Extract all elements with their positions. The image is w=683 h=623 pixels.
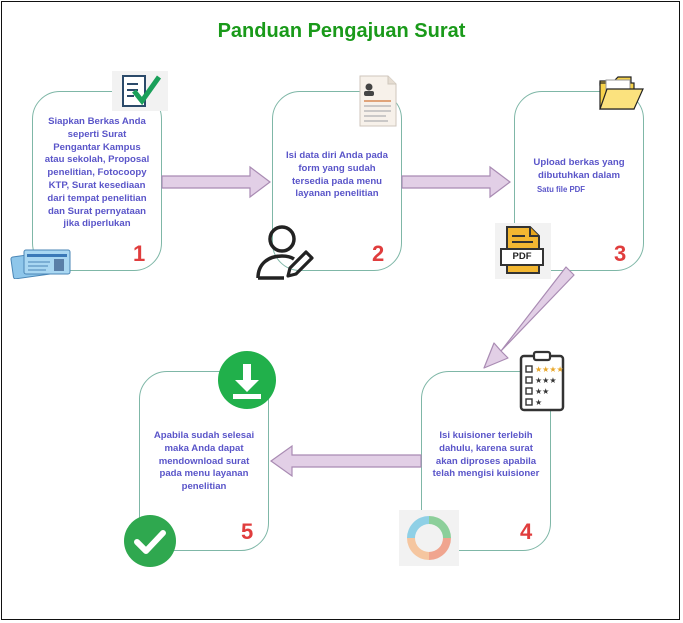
step-3-text: Upload berkas yang dibutuhkan dalam xyxy=(533,157,625,181)
arrow-step1-to-step2 xyxy=(161,165,271,199)
arrow-step3-to-step4 xyxy=(483,266,575,369)
step-5-number: 5 xyxy=(241,519,254,544)
cycle-process-icon xyxy=(399,510,459,566)
svg-text:★★: ★★ xyxy=(535,387,549,396)
step-5-text: Apabila sudah selesai maka Anda dapat me… xyxy=(153,430,255,493)
page-title: Panduan Pengajuan Surat xyxy=(217,20,466,42)
step-1-card xyxy=(32,91,162,271)
rating-checklist-icon: ★★★★ ★★★ ★★ ★ xyxy=(517,350,567,412)
document-check-icon xyxy=(112,71,168,111)
step-2-text: Isi data diri Anda pada form yang sudah … xyxy=(286,150,388,200)
download-icon xyxy=(217,350,277,410)
step-3-note: Satu file PDF xyxy=(536,185,586,194)
svg-text:★★★★: ★★★★ xyxy=(535,365,564,374)
step-1-number: 1 xyxy=(133,241,146,266)
checkmark-icon xyxy=(123,514,177,568)
step-3-number: 3 xyxy=(614,241,627,266)
svg-text:★: ★ xyxy=(535,398,542,407)
pdf-label: PDF xyxy=(512,251,532,262)
arrow-step2-to-step3 xyxy=(401,165,511,199)
resume-document-icon xyxy=(358,74,398,128)
step-2-number: 2 xyxy=(372,241,385,266)
step-4-text: Isi kuisioner terlebih dahulu, karena su… xyxy=(432,430,540,480)
pdf-file-icon: PDF xyxy=(495,223,551,279)
id-card-icon xyxy=(10,245,72,280)
svg-text:★★★: ★★★ xyxy=(535,376,557,385)
step-4-number: 4 xyxy=(520,519,533,544)
step-1-text: Siapkan Berkas Anda seperti Surat Pengan… xyxy=(44,116,150,230)
user-edit-icon xyxy=(254,220,316,282)
arrow-step4-to-step5 xyxy=(269,444,422,478)
folder-icon xyxy=(597,72,645,112)
